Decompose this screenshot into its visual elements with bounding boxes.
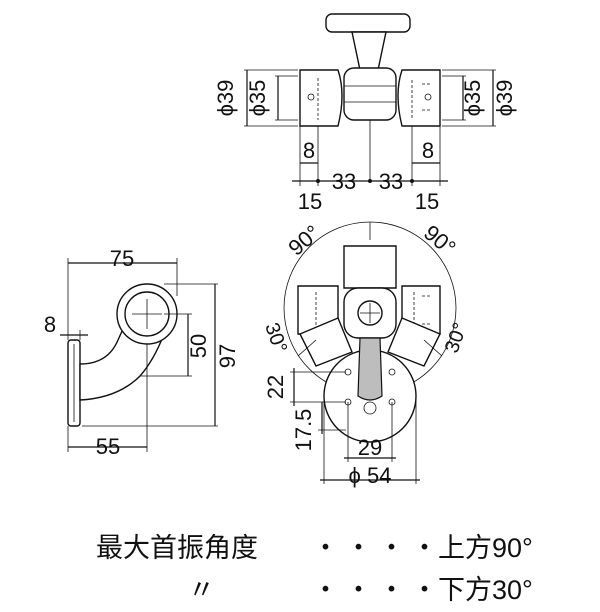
dim-50: 50 <box>186 334 211 358</box>
dim-75: 75 <box>110 246 134 271</box>
dim-22: 22 <box>263 375 288 399</box>
top-ball-joint <box>343 67 397 121</box>
top-view: ϕ39 ϕ35 ϕ35 ϕ39 8 8 33 33 15 15 <box>213 13 517 214</box>
dim-phi35-right: ϕ35 <box>460 80 485 117</box>
front-stem <box>357 337 383 401</box>
dim-97: 97 <box>215 344 240 368</box>
dim-phi54: ϕ 54 <box>349 463 392 488</box>
dim-33-left: 33 <box>332 169 356 194</box>
angle-30-right: 30° <box>441 320 472 356</box>
dim-phi35-left: ϕ35 <box>245 80 270 117</box>
top-left-socket <box>299 69 343 127</box>
top-wall-plate <box>325 13 411 33</box>
top-right-socket <box>397 69 441 127</box>
dim-8-side: 8 <box>44 312 56 337</box>
angle-90-right: 90° <box>419 220 461 261</box>
spec-row2-label: 〃 <box>188 575 215 605</box>
dim-17-5: 17.5 <box>291 409 316 452</box>
dim-phi39-left: ϕ39 <box>213 80 238 117</box>
spec-row2-dots: ・・・・ <box>312 575 444 605</box>
front-upper-socket <box>343 245 397 289</box>
dim-phi39-right: ϕ39 <box>492 80 517 117</box>
dim-8-left: 8 <box>303 138 315 163</box>
front-view: 90° 90° 30° 30° 22 17.5 29 ϕ 54 <box>260 220 472 488</box>
dim-8-right: 8 <box>422 138 434 163</box>
top-stem <box>351 31 387 71</box>
dim-29: 29 <box>358 435 382 460</box>
angle-90-left: 90° <box>283 220 325 261</box>
side-view: 75 8 55 50 97 <box>44 246 240 459</box>
angle-30-left: 30° <box>260 320 291 356</box>
front-right-tilt-socket <box>387 317 441 367</box>
front-left-tilt-socket <box>299 317 353 367</box>
spec-row2-value: 下方30° <box>438 575 533 605</box>
dim-55: 55 <box>96 434 120 459</box>
dim-33-right: 33 <box>379 169 403 194</box>
spec-row1-value: 上方90° <box>438 533 533 563</box>
spec-row1-dots: ・・・・ <box>312 533 444 563</box>
spec-row1-label: 最大首振角度 <box>96 533 258 563</box>
dim-15-right: 15 <box>415 189 439 214</box>
dim-15-left: 15 <box>298 189 322 214</box>
